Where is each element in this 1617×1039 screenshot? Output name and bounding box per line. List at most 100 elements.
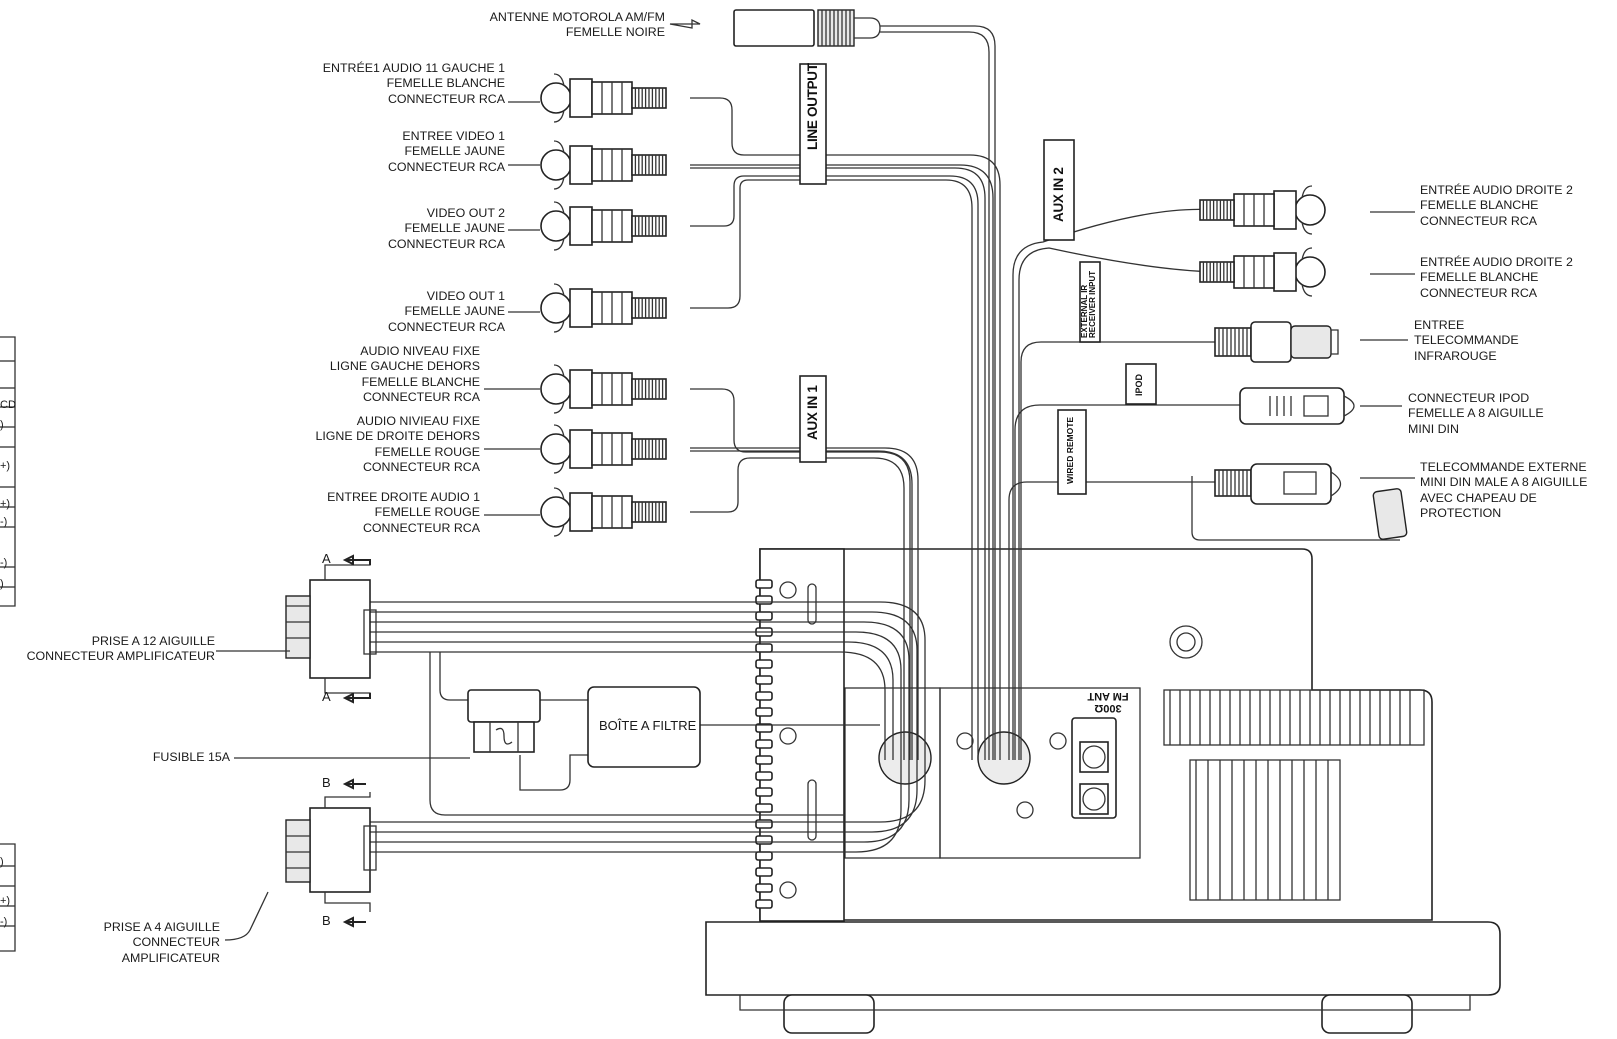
label-ir-input: ENTREE TELECOMMANDE INFRAROUGE <box>1414 318 1519 364</box>
tag-ipod: IPOD <box>1134 373 1144 396</box>
label-line: INFRAROUGE <box>1414 348 1497 363</box>
rca-ribs <box>634 439 664 459</box>
rca-collar <box>569 369 593 409</box>
bracket-tab <box>755 643 773 653</box>
fuse-holder <box>467 689 541 753</box>
label-audio-in1-left: ENTRÉE1 AUDIO 11 GAUCHE 1 FEMELLE BLANCH… <box>260 61 505 107</box>
label-line: LIGNE GAUCHE DEHORS <box>329 359 480 374</box>
rca-bulb <box>540 292 572 324</box>
tag-wired-remote: WIRED REMOTE <box>1065 416 1075 484</box>
head-unit-chassis <box>705 548 1501 1034</box>
label-audio-in1-right: ENTREE DROITE AUDIO 1 FEMELLE ROUGE CONN… <box>250 490 480 536</box>
antenna-connector <box>733 9 881 47</box>
rca-plug <box>540 283 667 333</box>
label-line: FEMELLE ROUGE <box>374 505 480 520</box>
tag-line-output: LINE OUTPUT <box>805 63 820 150</box>
rca-clip <box>553 140 565 190</box>
label-line: ENTRÉE1 AUDIO 11 GAUCHE 1 <box>322 61 505 75</box>
rca-body-lines <box>601 292 623 324</box>
filter-box-label: BOÎTE A FILTRE <box>599 718 697 733</box>
left-table-cell: -) <box>0 916 8 928</box>
rca-collar <box>569 492 593 532</box>
ipod-connector <box>1239 387 1355 425</box>
bracket-tab <box>755 755 773 765</box>
label-line: ENTREE DROITE AUDIO 1 <box>327 490 480 504</box>
rca-ribs <box>634 502 664 522</box>
rca-bulb <box>540 373 572 405</box>
left-table-cell: CD <box>0 399 16 411</box>
rca-body-lines <box>601 433 623 465</box>
rca-clip <box>553 424 565 474</box>
rca-body-lines <box>601 210 623 242</box>
label-line: FEMELLE A 8 AIGUILLE <box>1408 406 1544 421</box>
label-line: FEMELLE ROUGE <box>374 444 480 459</box>
label-video-out1: VIDEO OUT 1 FEMELLE JAUNE CONNECTEUR RCA <box>300 289 505 335</box>
bracket-tab <box>755 595 773 605</box>
label-line: CONNECTEUR RCA <box>387 91 505 106</box>
rca-plug <box>540 364 667 414</box>
bracket-tab <box>755 787 773 797</box>
tag-external-ir-line: RECEIVER INPUT <box>1088 270 1097 338</box>
label-line: TELECOMMANDE EXTERNE <box>1420 460 1587 474</box>
rca-collar <box>569 288 593 328</box>
antenna-port-line: FM ANT <box>1087 690 1129 702</box>
label-audio-in2-right-a: ENTRÉE AUDIO DROITE 2 FEMELLE BLANCHE CO… <box>1420 183 1573 229</box>
rca-ribs <box>634 298 664 318</box>
label-line: FEMELLE JAUNE <box>404 221 505 236</box>
label-line: FEMELLE BLANCHE <box>1420 270 1539 285</box>
rca-clip <box>1301 185 1313 235</box>
label-audio-in2-right-b: ENTRÉE AUDIO DROITE 2 FEMELLE BLANCHE CO… <box>1420 255 1573 301</box>
rca-ribs <box>634 155 664 175</box>
label-line: ANTENNE MOTOROLA AM/FM <box>489 10 665 24</box>
label-line: ENTRÉE AUDIO DROITE 2 <box>1420 183 1573 197</box>
label-line: CONNECTEUR RCA <box>387 236 505 251</box>
label-line: CONNECTEUR RCA <box>362 459 480 474</box>
bracket-screw <box>779 881 797 899</box>
label-fuse: FUSIBLE 15A <box>60 750 230 765</box>
rca-collar <box>569 78 593 118</box>
label-line: AVEC CHAPEAU DE <box>1420 490 1537 505</box>
left-table-cell: ) <box>0 419 4 431</box>
label-line: VIDEO OUT 1 <box>426 289 505 303</box>
marker-b-bottom: B <box>322 913 331 928</box>
bracket-tab <box>755 723 773 733</box>
label-line: LIGNE DE DROITE DEHORS <box>315 429 480 444</box>
label-line: PROTECTION <box>1420 505 1502 520</box>
label-line: PRISE A 4 AIGUILLE <box>103 920 220 934</box>
label-line: AUDIO NIVEAU FIXE <box>360 344 480 358</box>
label-line: FUSIBLE 15A <box>152 750 230 764</box>
left-table-cell: +) <box>0 460 11 472</box>
left-cropped-table <box>0 336 16 952</box>
label-line: ENTREE VIDEO 1 <box>402 129 505 143</box>
bracket-tab <box>755 707 773 717</box>
rca-body-lines <box>601 373 623 405</box>
label-line: FEMELLE JAUNE <box>404 304 505 319</box>
rca-ribs <box>1202 262 1232 282</box>
bracket-tab <box>755 579 773 589</box>
left-table-cell: -) <box>0 557 8 569</box>
label-line: MINI DIN <box>1408 421 1459 436</box>
left-table-cell: -) <box>0 516 8 528</box>
label-fixed-right-out: AUDIO NIVIEAU FIXE LIGNE DE DROITE DEHOR… <box>250 414 480 475</box>
bracket-slot <box>807 583 817 625</box>
rca-plug <box>540 73 667 123</box>
filter-box <box>587 686 701 768</box>
plug-4-pin <box>285 792 377 912</box>
bracket-screw <box>779 727 797 745</box>
label-line: ENTRÉE AUDIO DROITE 2 <box>1420 255 1573 269</box>
rca-ribs <box>634 379 664 399</box>
rca-plug <box>1199 185 1326 235</box>
bracket-tab <box>755 883 773 893</box>
wired-remote-connector <box>1191 463 1408 541</box>
left-table-cell: ) <box>0 578 4 590</box>
left-table-cell: ) <box>0 856 4 868</box>
plug-12-pin <box>285 559 377 699</box>
label-line: FEMELLE NOIRE <box>565 25 665 40</box>
bracket-tab <box>755 659 773 669</box>
label-line: AUDIO NIVIEAU FIXE <box>356 414 480 428</box>
bracket-tab <box>755 851 773 861</box>
rca-bulb <box>1294 256 1326 288</box>
label-video-in1: ENTREE VIDEO 1 FEMELLE JAUNE CONNECTEUR … <box>300 129 505 175</box>
marker-arrows <box>342 554 366 928</box>
